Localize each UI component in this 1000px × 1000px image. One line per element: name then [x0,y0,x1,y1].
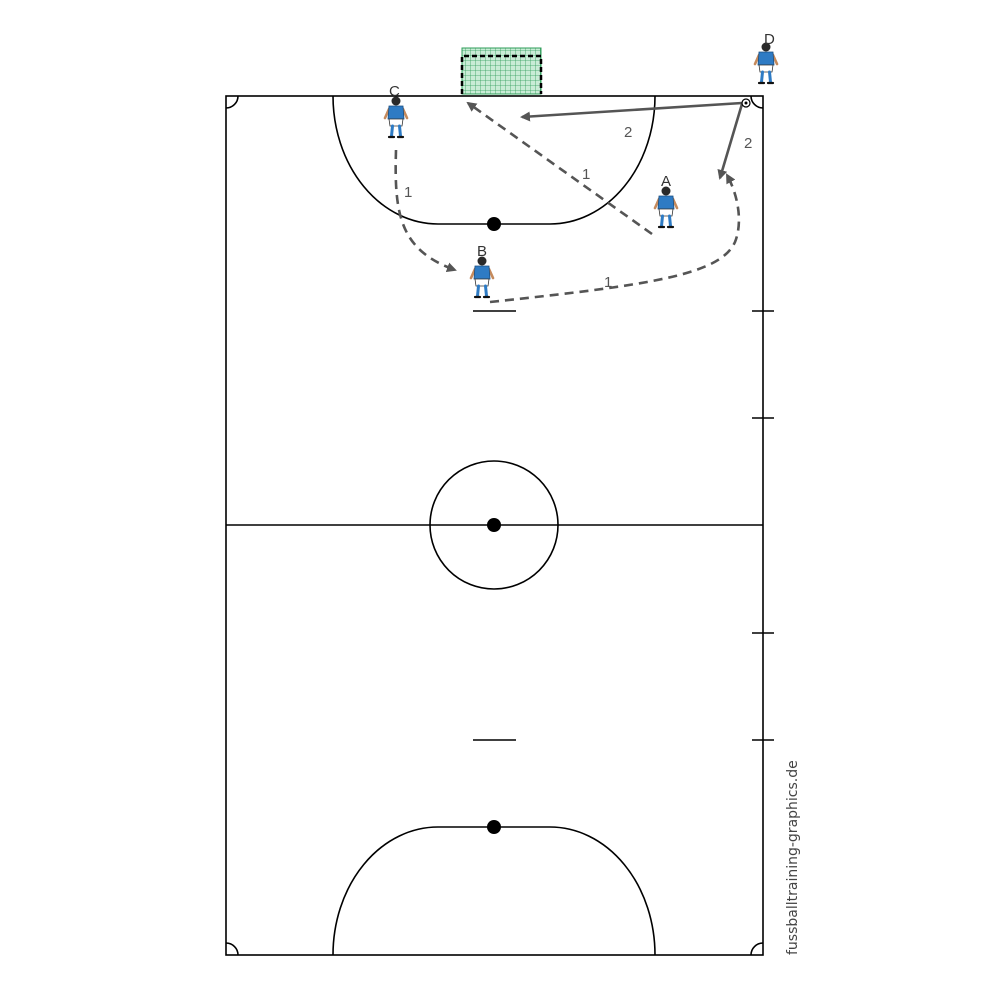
center-spot [487,518,501,532]
run-a-to-goal [466,101,653,236]
penalty-spot-top [487,217,501,231]
goal-frame [460,54,543,94]
center-circle [429,460,559,590]
court-lines [225,95,774,956]
player-c: C [383,83,409,139]
penalty-spot-bottom [487,820,501,834]
step-label-a-run: 1 [582,166,590,183]
run-c-to-b [394,149,457,272]
step-label-d-pass-a: 2 [744,135,752,152]
player-a: A [653,173,679,229]
step-label-b-run: 1 [604,274,612,291]
corner-arc-bottom-right [750,942,764,956]
pass-d-to-goal [520,101,743,122]
corner-arc-top-left [225,95,239,109]
step-label-c-run: 1 [404,184,412,201]
ball [741,98,751,108]
corner-arc-top-right [750,95,764,109]
step-labels: 1 1 1 2 2 [404,124,752,291]
pass-d-to-a [717,103,744,180]
player-label-a: A [661,173,671,190]
player-label-c: C [389,83,400,100]
penalty-area-bottom [332,826,656,956]
corner-arc-bottom-left [225,942,239,956]
movement-paths [394,101,744,304]
step-label-d-pass-goal: 2 [624,124,632,141]
player-label-d: D [764,31,775,48]
credit-text: fussballtraining-graphics.de [785,760,801,955]
penalty-area-top [332,95,656,225]
player-label-b: B [477,243,487,260]
player-d: D [753,31,779,85]
player-b: B [469,243,495,299]
goal-top [460,47,543,95]
run-b-to-corner [489,173,741,304]
